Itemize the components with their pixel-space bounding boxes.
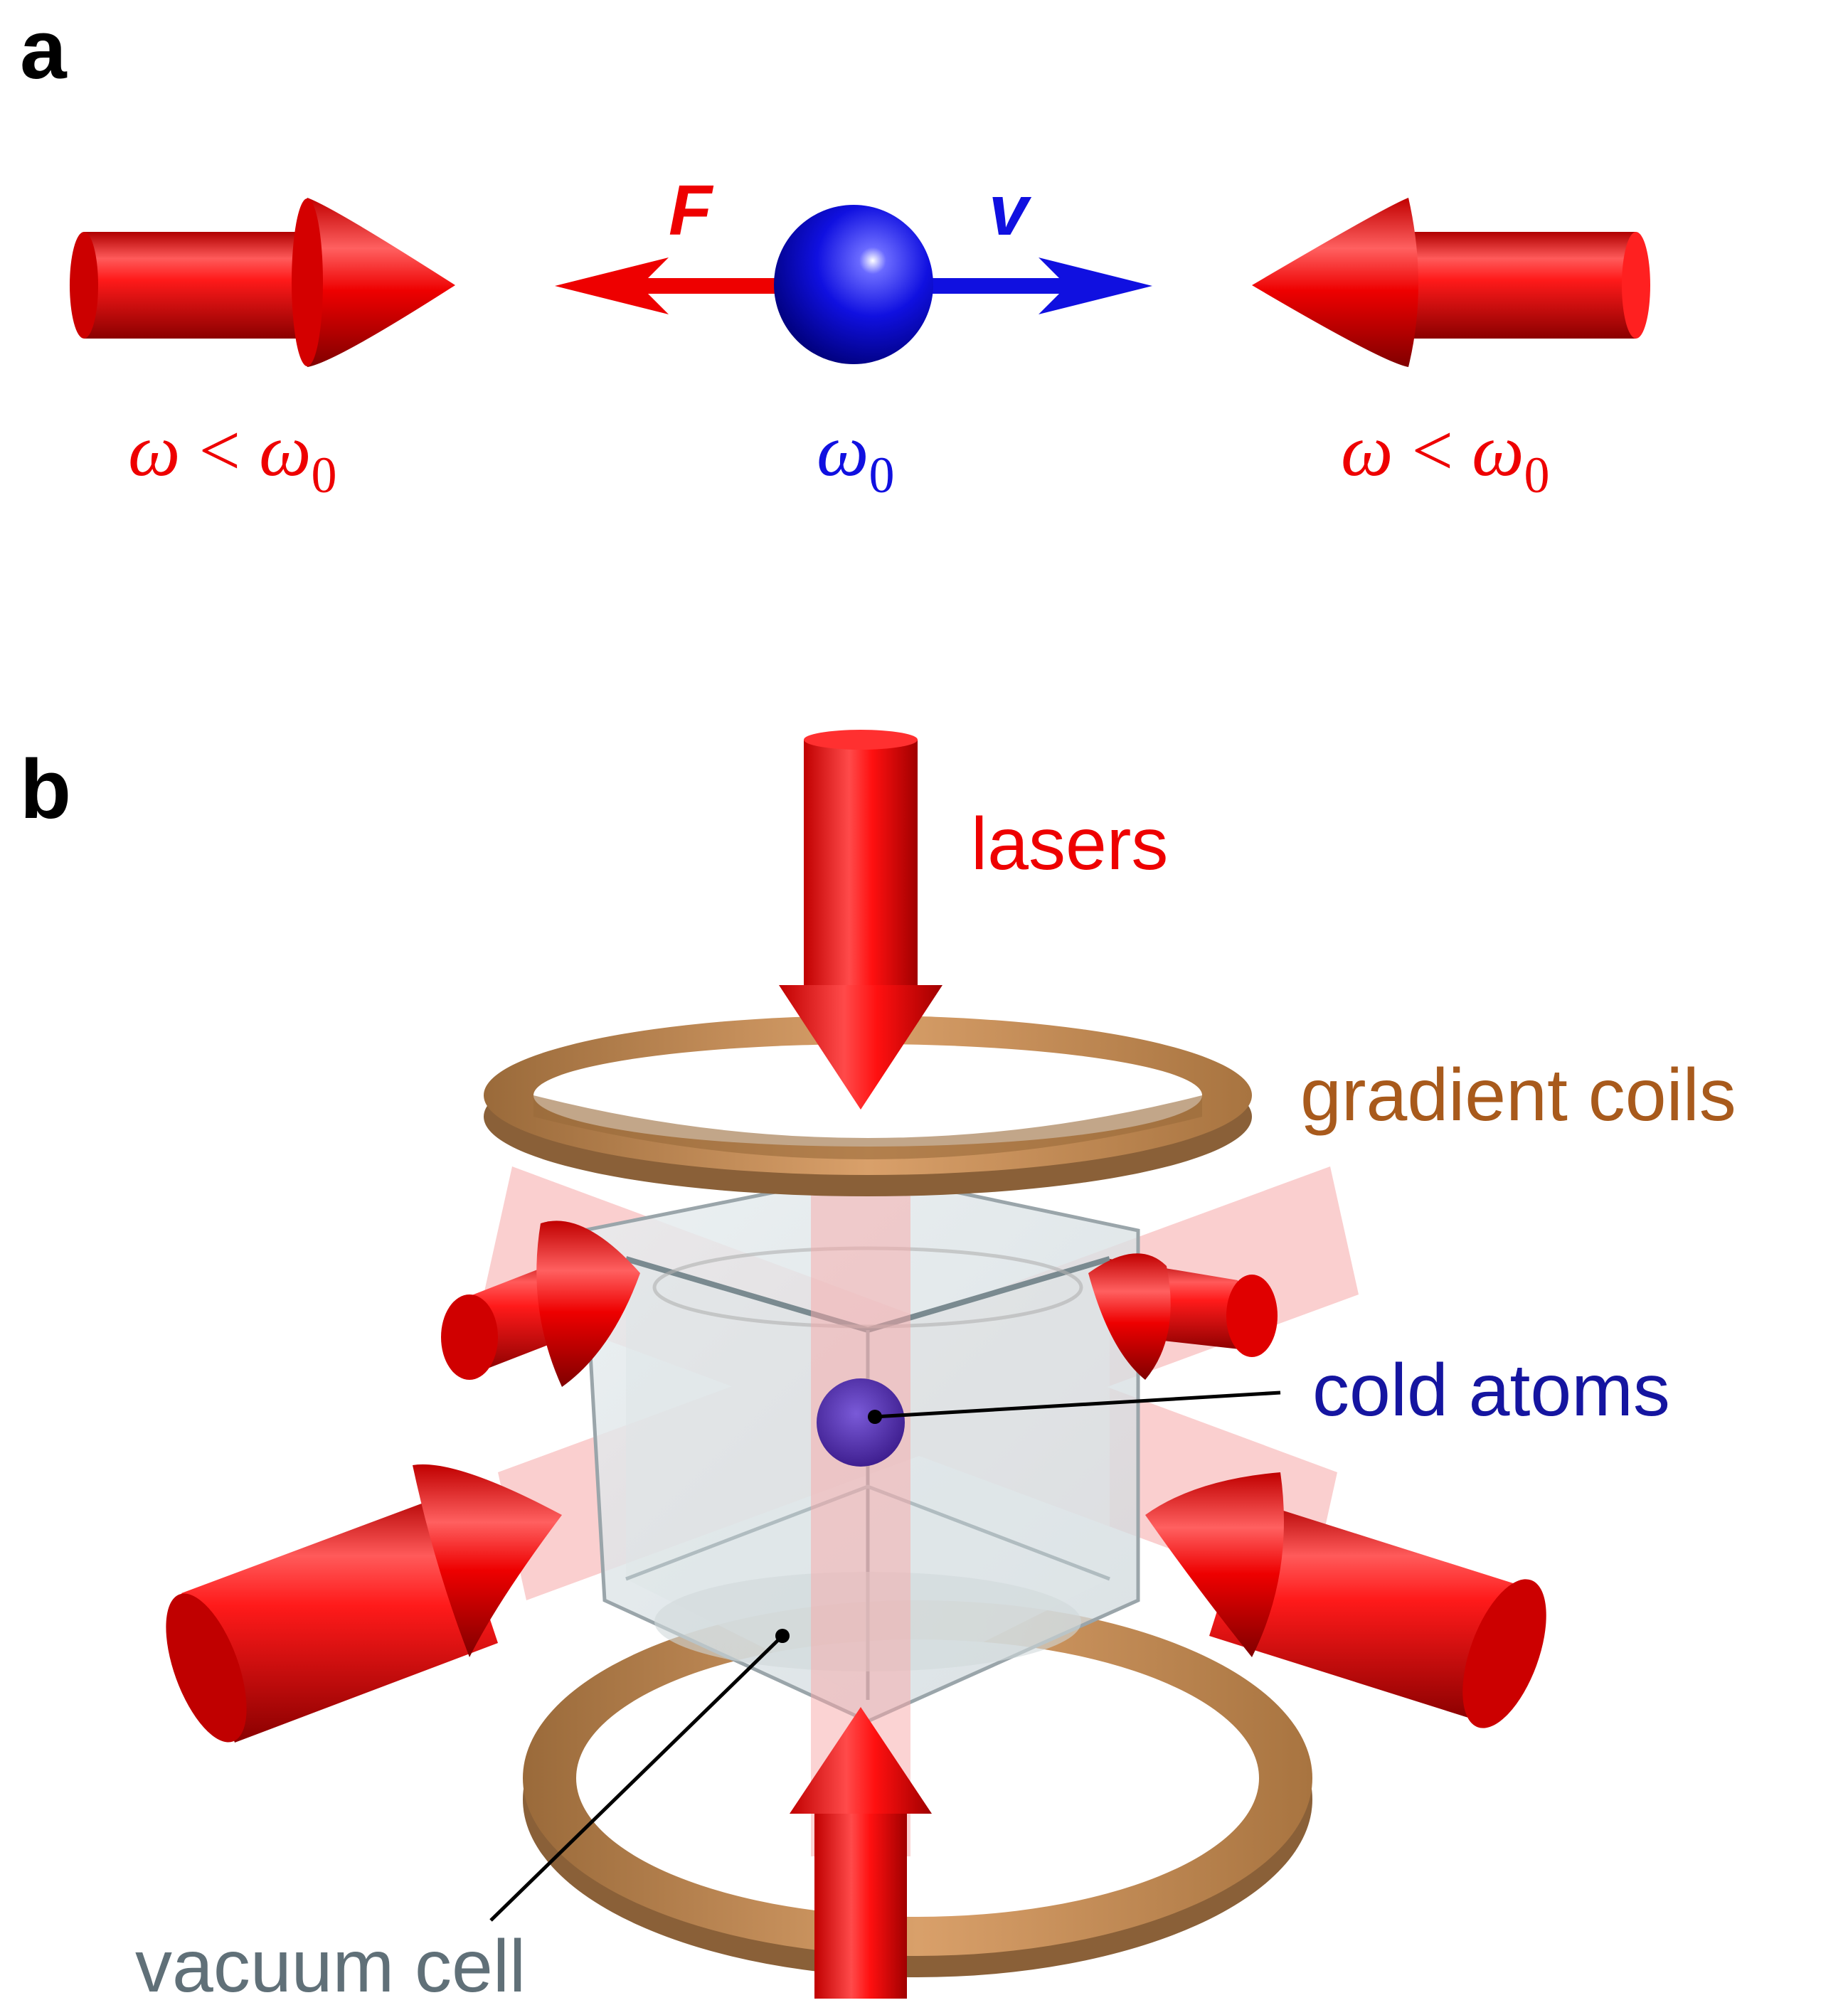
top-coil	[484, 1016, 1252, 1196]
panel-b-letter: b	[20, 743, 71, 836]
cold-atoms-cloud	[817, 1378, 905, 1467]
velocity-label: v	[989, 171, 1032, 250]
atom-ball	[774, 205, 933, 364]
panel-a-letter: a	[20, 3, 68, 97]
vacuum-cell-leader	[489, 1634, 784, 1922]
velocity-arrow	[925, 257, 1152, 314]
force-label: F	[669, 171, 714, 250]
right-laser-arrow	[1252, 198, 1650, 367]
vacuum-cell-label: vacuum cell	[135, 1925, 526, 2008]
force-arrow	[555, 257, 775, 314]
upper-left-laser-arrow	[441, 1221, 640, 1387]
top-laser-arrow	[779, 730, 942, 1110]
upper-right-laser-arrow	[1088, 1253, 1278, 1380]
cold-atoms-leader	[874, 1390, 1281, 1419]
left-laser-arrow	[70, 198, 455, 367]
left-beam-detuning: ω<ω0	[128, 410, 337, 504]
lower-right-laser-arrow	[1145, 1472, 1546, 1728]
cold-atoms-leader-dot	[868, 1410, 882, 1424]
right-beam-detuning: ω<ω0	[1341, 410, 1550, 504]
lasers-label: lasers	[971, 803, 1168, 886]
atom-resonance: ω0	[817, 410, 894, 504]
bottom-laser-arrow	[790, 1707, 932, 1999]
vacuum-cell-leader-dot	[775, 1629, 790, 1643]
gradient-coils-label: gradient coils	[1300, 1054, 1736, 1137]
lower-left-laser-arrow	[166, 1464, 562, 1743]
cold-atoms-label: cold atoms	[1312, 1349, 1670, 1432]
